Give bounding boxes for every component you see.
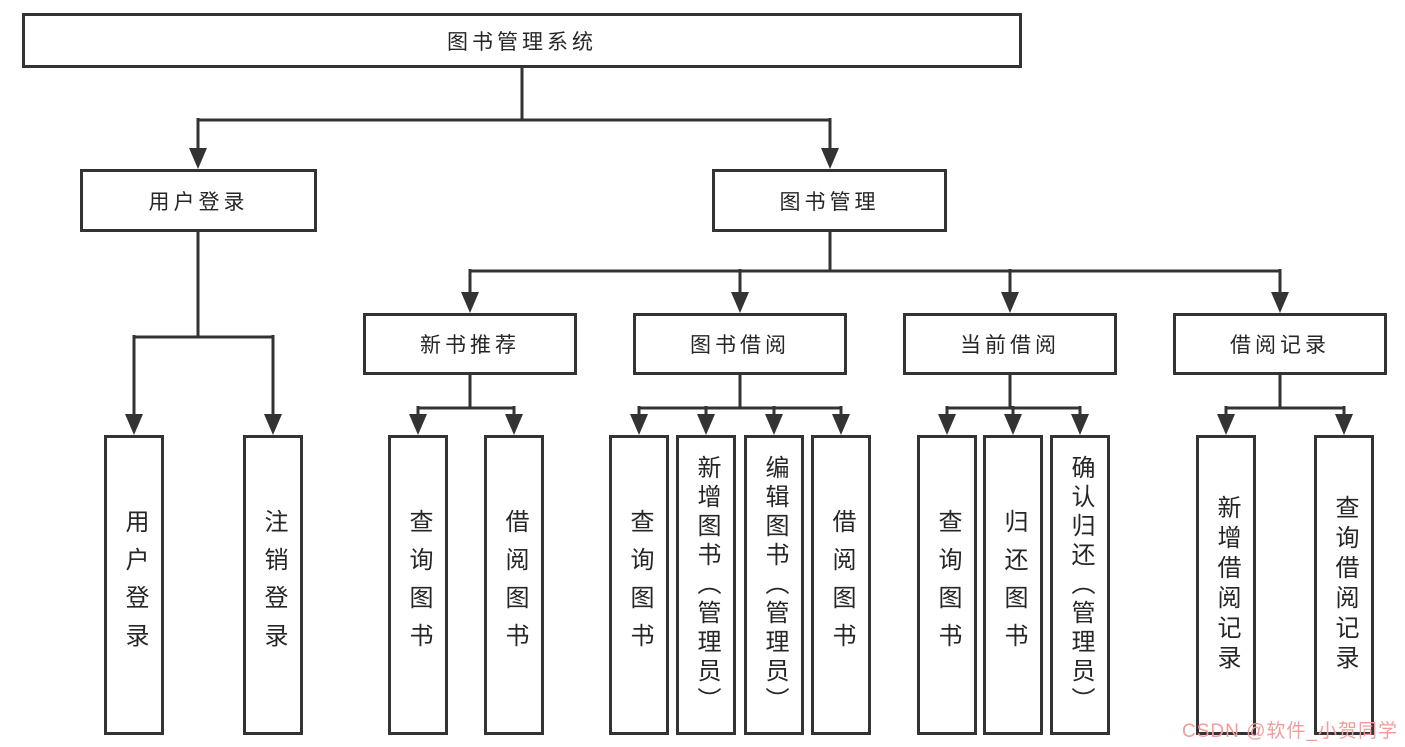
node-label: 查询图书 [934,509,961,661]
leaf-borrow-books-recommend: 借阅图书 [484,435,544,735]
node-user-login: 用户登录 [80,169,317,232]
node-label: 借阅图书 [828,509,855,661]
leaf-edit-book-admin: 编辑图书（管理员） [744,435,804,735]
node-new-book-recommend: 新书推荐 [363,313,577,375]
node-label: 借阅图书 [501,509,528,661]
node-label: 注销登录 [260,509,287,661]
node-current-borrow: 当前借阅 [903,313,1117,375]
leaf-borrow-books: 借阅图书 [811,435,871,735]
node-label: 归还图书 [1000,509,1027,661]
leaf-query-books-current: 查询图书 [917,435,977,735]
leaf-query-books-recommend: 查询图书 [388,435,448,735]
node-label: 借阅记录 [1230,334,1330,357]
leaf-return-books: 归还图书 [983,435,1043,735]
node-label: 查询借阅记录 [1331,495,1358,675]
leaf-query-borrow-record: 查询借阅记录 [1314,435,1374,735]
node-label: 用户登录 [121,509,148,661]
csdn-watermark: CSDN @软件_小贺同学 [1182,721,1398,742]
leaf-add-borrow-record: 新增借阅记录 [1196,435,1256,735]
leaf-logout-login: 注销登录 [243,435,303,735]
node-label: 图书管理系统 [447,30,597,54]
branch-lines [132,68,1346,416]
node-label: 当前借阅 [960,334,1060,357]
node-label: 查询图书 [405,509,432,661]
node-label: 新增借阅记录 [1213,495,1240,675]
node-label: 图书借阅 [690,334,790,357]
node-system-root: 图书管理系统 [22,13,1022,68]
node-label: 图书管理 [779,190,880,214]
node-borrow-records: 借阅记录 [1173,313,1387,375]
node-label: 查询图书 [626,509,653,661]
leaf-add-book-admin: 新增图书（管理员） [676,435,736,735]
node-label: 新书推荐 [420,334,520,357]
leaf-query-books-borrow: 查询图书 [609,435,669,735]
node-label: 用户登录 [148,190,249,214]
leaf-confirm-return-admin: 确认归还（管理员） [1050,435,1110,735]
arrow-down-icons [125,148,1353,435]
node-label: 确认归还（管理员） [1067,454,1094,716]
node-label: 新增图书（管理员） [693,454,720,716]
node-label: 编辑图书（管理员） [761,454,788,716]
leaf-user-login: 用户登录 [104,435,164,735]
node-book-borrow: 图书借阅 [633,313,847,375]
node-book-management: 图书管理 [712,169,947,232]
